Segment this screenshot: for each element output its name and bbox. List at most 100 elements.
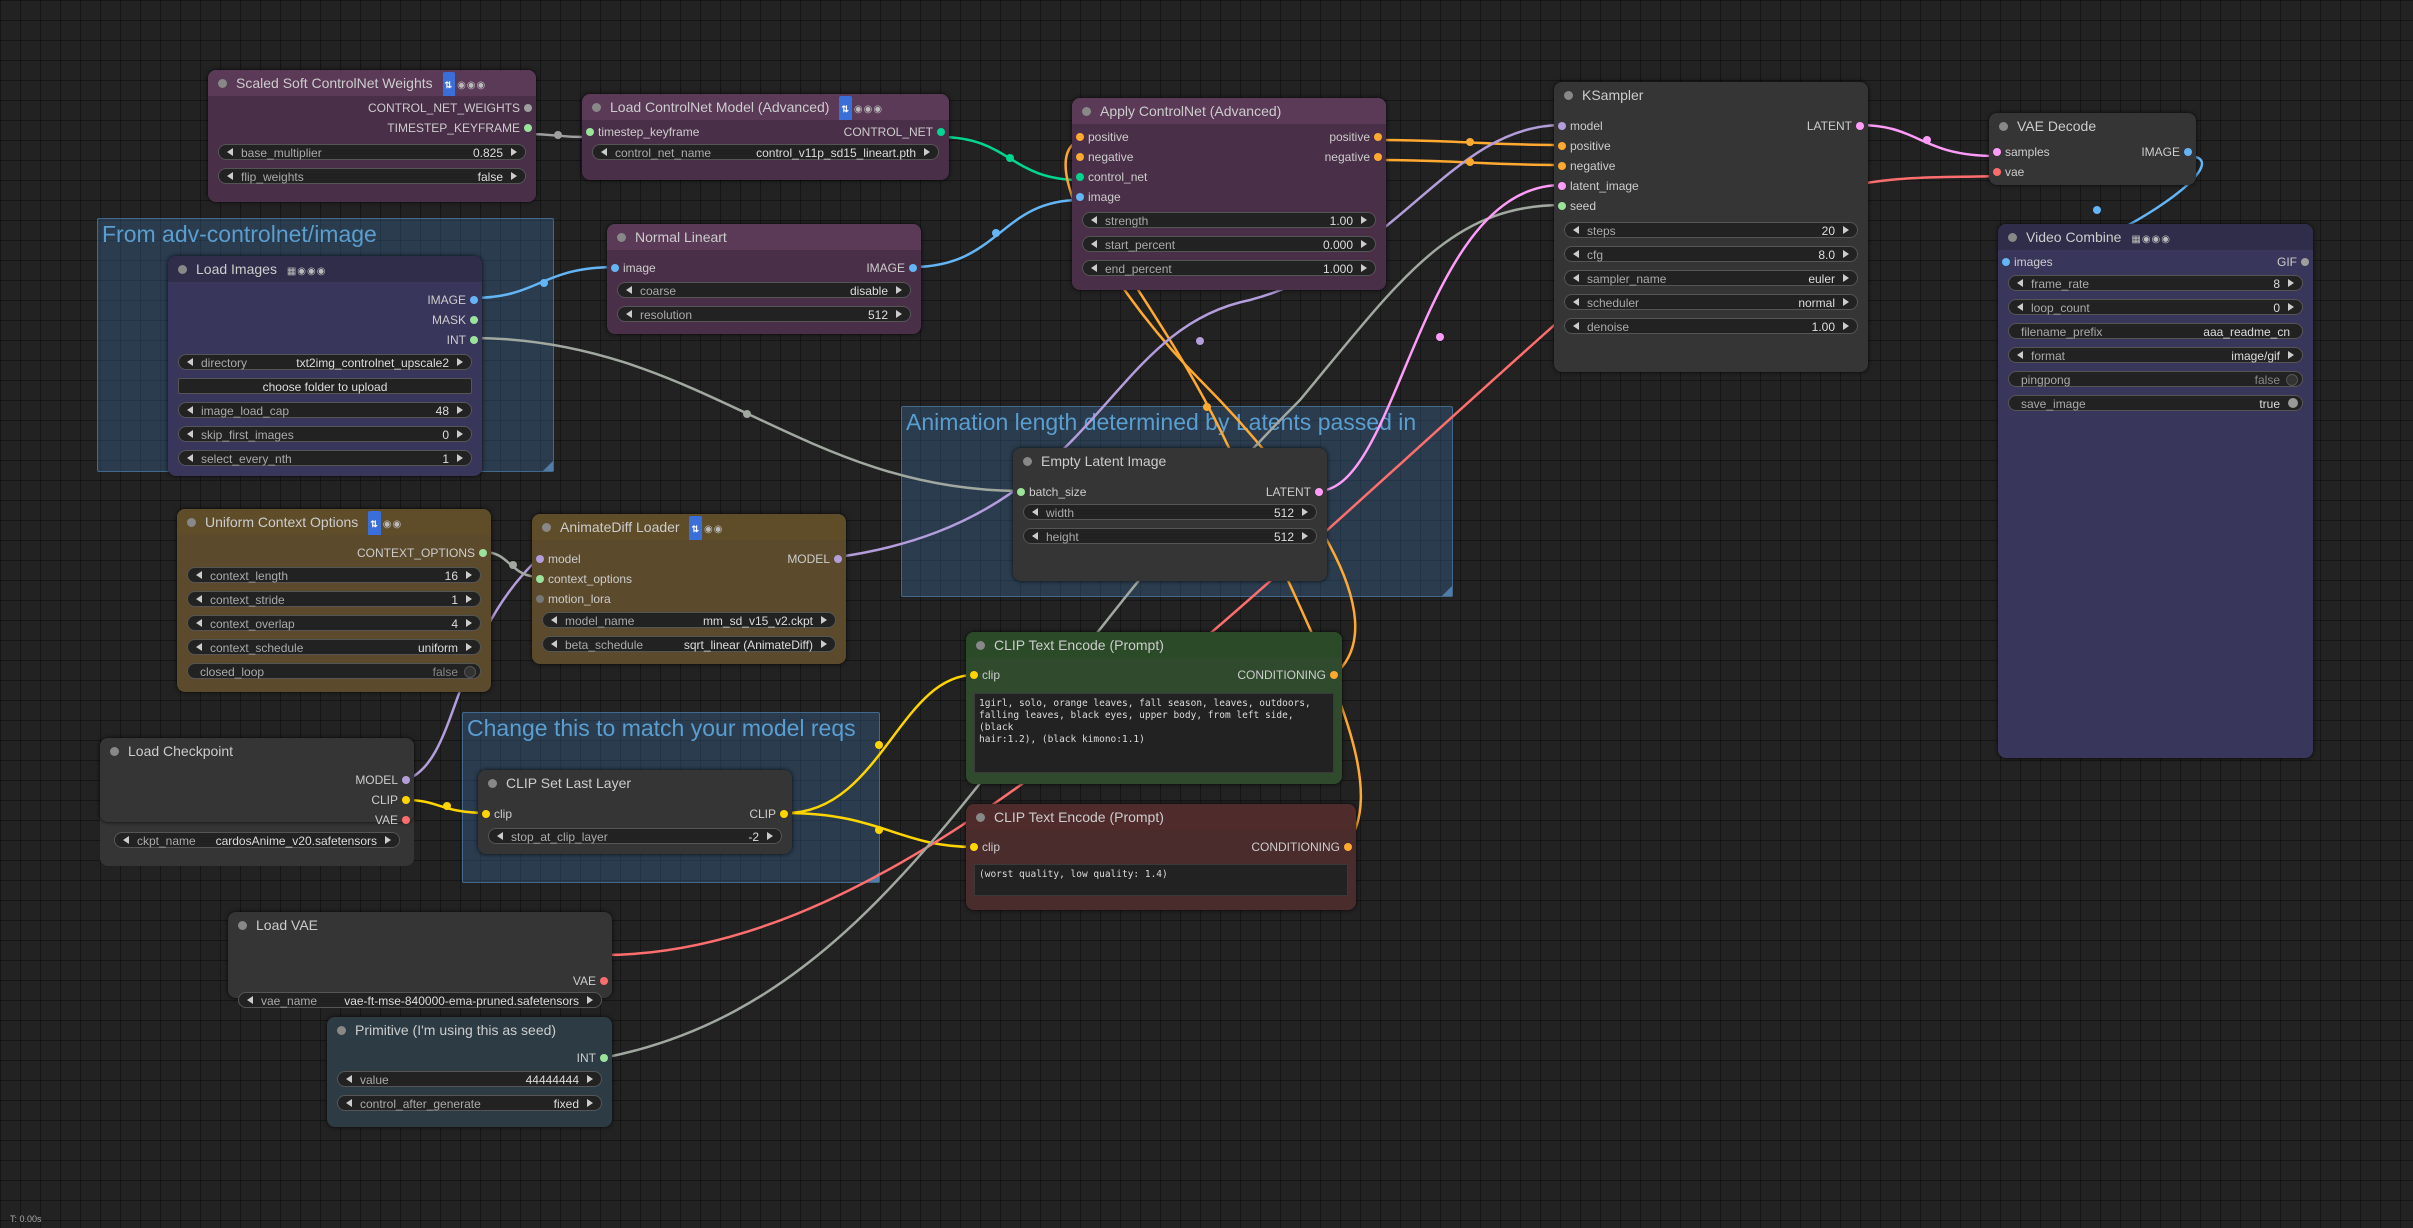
input-pin[interactable] xyxy=(1017,488,1025,496)
input-pin[interactable] xyxy=(970,671,978,679)
collapse-dot[interactable] xyxy=(488,779,497,788)
output-mask[interactable]: MASK xyxy=(432,310,482,330)
node-title[interactable]: VAE Decode xyxy=(1989,113,2196,139)
output-pin[interactable] xyxy=(524,124,532,132)
output-model[interactable]: MODEL xyxy=(787,549,846,569)
increment-arrow-icon[interactable] xyxy=(466,619,472,627)
increment-arrow-icon[interactable] xyxy=(896,310,902,318)
output-conditioning[interactable]: CONDITIONING xyxy=(1237,665,1342,685)
toggle-off-icon[interactable] xyxy=(464,666,476,678)
decrement-arrow-icon[interactable] xyxy=(2017,303,2023,311)
group-title[interactable]: From adv-controlnet/image xyxy=(102,221,377,247)
collapse-dot[interactable] xyxy=(976,813,985,822)
output-pin[interactable] xyxy=(402,776,410,784)
output-pin[interactable] xyxy=(402,796,410,804)
increment-arrow-icon[interactable] xyxy=(1843,250,1849,258)
decrement-arrow-icon[interactable] xyxy=(346,1099,352,1107)
node-load-controlnet-model[interactable]: Load ControlNet Model (Advanced) ⇅◉◉◉ ti… xyxy=(582,94,949,180)
increment-arrow-icon[interactable] xyxy=(767,832,773,840)
output-pin[interactable] xyxy=(600,977,608,985)
node-title[interactable]: Scaled Soft ControlNet Weights ⇅◉◉◉ xyxy=(208,70,536,96)
output-pin[interactable] xyxy=(479,549,487,557)
decrement-arrow-icon[interactable] xyxy=(196,595,202,603)
decrement-arrow-icon[interactable] xyxy=(551,640,557,648)
input-clip[interactable]: clip xyxy=(966,837,1000,857)
input-pin[interactable] xyxy=(611,264,619,272)
node-title[interactable]: Load VAE xyxy=(228,912,612,938)
decrement-arrow-icon[interactable] xyxy=(1573,274,1579,282)
input-pin[interactable] xyxy=(1076,173,1084,181)
output-positive[interactable]: positive xyxy=(1329,127,1386,147)
input-negative[interactable]: negative xyxy=(1554,156,1615,176)
input-timestep-keyframe[interactable]: timestep_keyframe xyxy=(582,122,699,142)
input-positive[interactable]: positive xyxy=(1554,136,1611,156)
node-title[interactable]: CLIP Text Encode (Prompt) xyxy=(966,804,1356,830)
output-context-options[interactable]: CONTEXT_OPTIONS xyxy=(357,543,491,563)
collapse-dot[interactable] xyxy=(592,103,601,112)
output-image[interactable]: IMAGE xyxy=(427,290,482,310)
decrement-arrow-icon[interactable] xyxy=(1091,240,1097,248)
input-pin[interactable] xyxy=(1558,182,1566,190)
decrement-arrow-icon[interactable] xyxy=(346,1075,352,1083)
increment-arrow-icon[interactable] xyxy=(2288,279,2294,287)
decrement-arrow-icon[interactable] xyxy=(196,619,202,627)
decrement-arrow-icon[interactable] xyxy=(187,454,193,462)
input-pin[interactable] xyxy=(1558,202,1566,210)
node-clip-text-encode-positive[interactable]: CLIP Text Encode (Prompt) clip CONDITION… xyxy=(966,632,1342,784)
group-resize-handle[interactable] xyxy=(869,872,879,882)
decrement-arrow-icon[interactable] xyxy=(187,406,193,414)
decrement-arrow-icon[interactable] xyxy=(187,430,193,438)
input-vae[interactable]: vae xyxy=(1989,162,2024,182)
decrement-arrow-icon[interactable] xyxy=(227,172,233,180)
decrement-arrow-icon[interactable] xyxy=(1573,250,1579,258)
input-pin[interactable] xyxy=(586,128,594,136)
increment-arrow-icon[interactable] xyxy=(466,571,472,579)
output-timestep-keyframe[interactable]: TIMESTEP_KEYFRAME xyxy=(387,118,536,138)
output-pin[interactable] xyxy=(2301,258,2309,266)
input-pin[interactable] xyxy=(536,575,544,583)
choose-folder-button[interactable]: choose folder to upload xyxy=(178,378,472,394)
collapse-dot[interactable] xyxy=(1564,91,1573,100)
increment-arrow-icon[interactable] xyxy=(466,595,472,603)
node-ksampler[interactable]: KSampler model positive negative latent_… xyxy=(1554,82,1868,372)
output-int[interactable]: INT xyxy=(447,330,482,350)
output-pin[interactable] xyxy=(2184,148,2192,156)
increment-arrow-icon[interactable] xyxy=(1361,216,1367,224)
input-batch-size[interactable]: batch_size xyxy=(1013,482,1086,502)
decrement-arrow-icon[interactable] xyxy=(187,358,193,366)
increment-arrow-icon[interactable] xyxy=(2288,351,2294,359)
output-conditioning[interactable]: CONDITIONING xyxy=(1251,837,1356,857)
input-pin[interactable] xyxy=(1076,133,1084,141)
node-title[interactable]: Uniform Context Options ⇅◉◉ xyxy=(177,509,491,535)
collapse-dot[interactable] xyxy=(1999,122,2008,131)
node-empty-latent-image[interactable]: Empty Latent Image batch_size LATENT wid… xyxy=(1013,448,1327,581)
increment-arrow-icon[interactable] xyxy=(2288,303,2294,311)
collapse-dot[interactable] xyxy=(238,921,247,930)
output-pin[interactable] xyxy=(470,296,478,304)
widget-stop-at-clip-layer[interactable]: stop_at_clip_layer-2 xyxy=(488,828,782,844)
increment-arrow-icon[interactable] xyxy=(457,454,463,462)
output-pin[interactable] xyxy=(1374,133,1382,141)
increment-arrow-icon[interactable] xyxy=(821,616,827,624)
input-samples[interactable]: samples xyxy=(1989,142,2050,162)
toggle-on-icon[interactable] xyxy=(2288,398,2298,408)
node-title[interactable]: Load ControlNet Model (Advanced) ⇅◉◉◉ xyxy=(582,94,949,120)
decrement-arrow-icon[interactable] xyxy=(1091,264,1097,272)
collapse-dot[interactable] xyxy=(2008,233,2017,242)
collapse-dot[interactable] xyxy=(218,79,227,88)
decrement-arrow-icon[interactable] xyxy=(626,286,632,294)
input-images[interactable]: images xyxy=(1998,252,2053,272)
decrement-arrow-icon[interactable] xyxy=(123,836,129,844)
increment-arrow-icon[interactable] xyxy=(457,406,463,414)
